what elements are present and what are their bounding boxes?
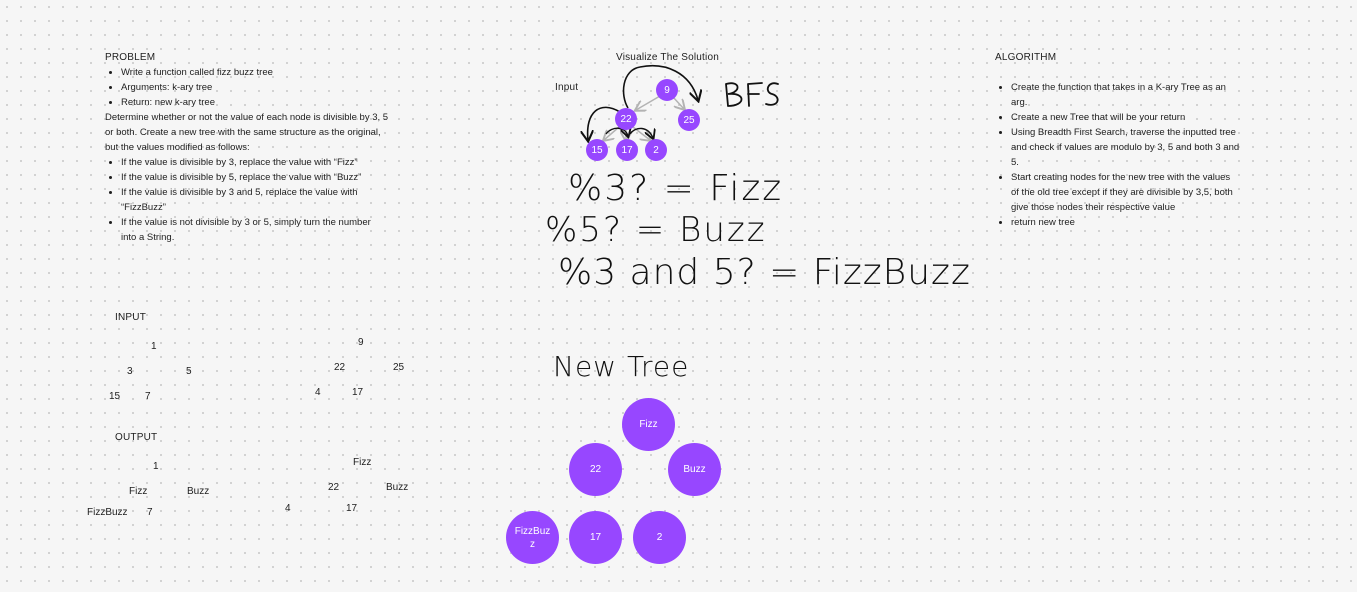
- input-node: 15: [109, 391, 121, 402]
- input-node: 5: [186, 366, 192, 377]
- new-tree-node: 17: [569, 511, 622, 564]
- visual-node: 17: [616, 139, 638, 161]
- output-node: 17: [346, 503, 358, 514]
- list-item: return new tree: [1011, 215, 1240, 230]
- input-node: 22: [334, 362, 346, 373]
- input-node: 3: [127, 366, 133, 377]
- bfs-arrow: [605, 128, 628, 136]
- input-node: 9: [358, 337, 364, 348]
- list-item: Start creating nodes for the new tree wi…: [1011, 170, 1240, 215]
- input-node: 1: [151, 341, 157, 352]
- output-node: 22: [328, 482, 340, 493]
- output-node: Buzz: [187, 486, 210, 497]
- tree-edge: [604, 126, 620, 140]
- output-node: Fizz: [129, 486, 148, 497]
- bfs-arrow: [588, 106, 621, 140]
- problem-bullets: Write a function called fizz buzz tree A…: [105, 65, 390, 110]
- new-tree-node: 22: [569, 443, 622, 496]
- input-node: 17: [352, 387, 364, 398]
- list-item: If the value is divisible by 3, replace …: [121, 155, 391, 170]
- visual-node: 22: [615, 108, 637, 130]
- handwritten-fizz: %3? = Fizz: [568, 168, 784, 209]
- input-node: 7: [145, 391, 151, 402]
- list-item: Write a function called fizz buzz tree: [121, 65, 390, 80]
- input-title: INPUT: [115, 312, 146, 323]
- list-item: Create the function that takes in a K-ar…: [1011, 80, 1240, 110]
- output-node: FizzBuzz: [87, 507, 128, 518]
- list-item: Create a new Tree that will be your retu…: [1011, 110, 1240, 125]
- tree-edge: [672, 96, 684, 109]
- input-label: Input: [555, 82, 579, 93]
- list-item: Return: new k-ary tree: [121, 95, 390, 110]
- output-title: OUTPUT: [115, 432, 158, 443]
- list-item: If the value is divisible by 5, replace …: [121, 170, 381, 185]
- new-tree-node: FizzBuzz: [506, 511, 559, 564]
- input-node: 4: [315, 387, 321, 398]
- visualize-title: Visualize The Solution: [616, 52, 719, 63]
- problem-rules: If the value is divisible by 3, replace …: [105, 155, 381, 245]
- output-node: 1: [153, 461, 159, 472]
- visual-node: 2: [645, 139, 667, 161]
- new-tree-node: Buzz: [668, 443, 721, 496]
- visual-node: 9: [656, 79, 678, 101]
- tree-edge: [636, 95, 661, 110]
- new-tree-node: 2: [633, 511, 686, 564]
- output-node: 4: [285, 503, 291, 514]
- handwritten-buzz: %5? = Buzz: [545, 210, 767, 250]
- problem-title: PROBLEM: [105, 52, 156, 63]
- new-tree-label: New Tree: [553, 350, 690, 383]
- problem-body: Write a function called fizz buzz tree A…: [105, 65, 390, 245]
- list-item: If the value is divisible by 3 and 5, re…: [121, 185, 381, 215]
- bfs-arrow: [629, 127, 653, 138]
- problem-paragraph: Determine whether or not the value of ea…: [105, 112, 389, 153]
- handwritten-fizzbuzz: %3 and 5? = FizzBuzz: [558, 252, 971, 293]
- new-tree-node: Fizz: [622, 398, 675, 451]
- list-item: If the value is not divisible by 3 or 5,…: [121, 215, 381, 245]
- visual-node: 15: [586, 139, 608, 161]
- algorithm-body: Create the function that takes in a K-ar…: [995, 80, 1240, 230]
- output-node: 7: [147, 507, 153, 518]
- visual-node: 25: [678, 109, 700, 131]
- algorithm-title: ALGORITHM: [995, 52, 1057, 63]
- input-node: 25: [393, 362, 405, 373]
- bfs-arrow: [622, 65, 698, 109]
- output-node: Buzz: [386, 482, 409, 493]
- bfs-handwriting: [725, 82, 779, 107]
- list-item: Using Breadth First Search, traverse the…: [1011, 125, 1240, 170]
- algorithm-steps: Create the function that takes in a K-ar…: [995, 80, 1240, 230]
- output-node: Fizz: [353, 457, 372, 468]
- list-item: Arguments: k-ary tree: [121, 80, 390, 95]
